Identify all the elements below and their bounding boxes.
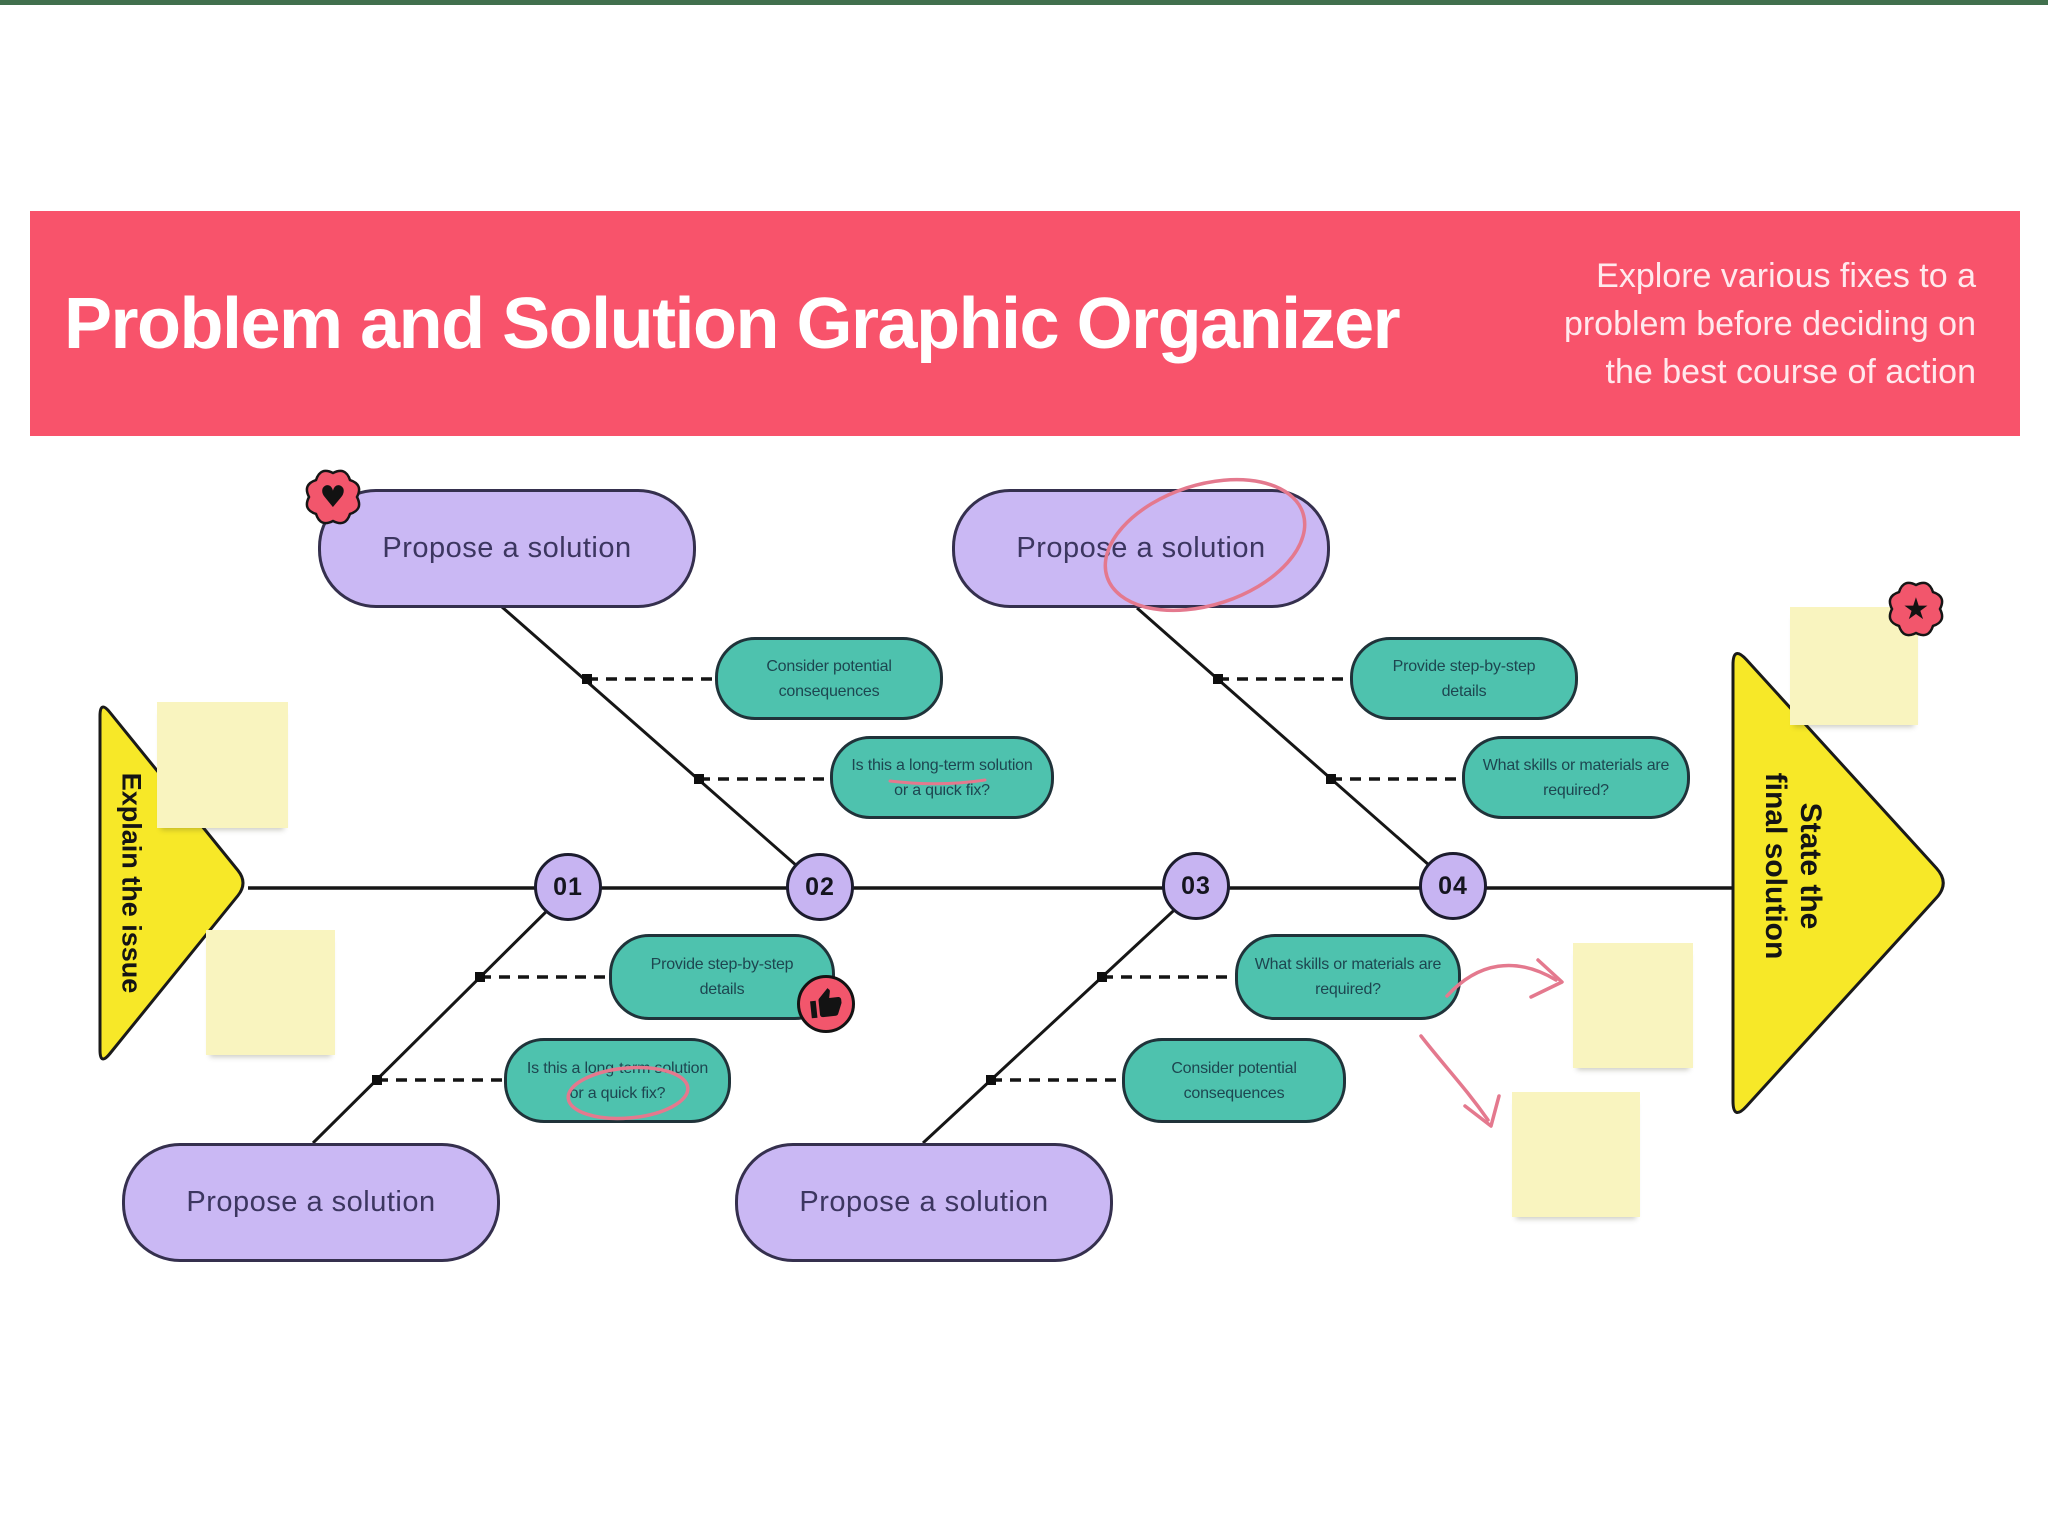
page-title: Problem and Solution Graphic Organizer bbox=[64, 283, 1401, 364]
step-circle-03: 03 bbox=[1162, 852, 1230, 920]
propose-solution-box-bottom-middle: Propose a solution bbox=[735, 1143, 1113, 1262]
propose-solution-box-top-right: Propose a solution bbox=[952, 489, 1330, 608]
annotation-circle bbox=[1103, 477, 1307, 613]
seal-shape bbox=[305, 469, 361, 525]
heart-seal-badge: ♥ bbox=[301, 465, 365, 529]
seal-shape bbox=[1888, 581, 1944, 637]
propose-solution-box-bottom-left: Propose a solution bbox=[122, 1143, 500, 1262]
annotation-underline bbox=[888, 778, 987, 786]
junction-dot bbox=[1326, 774, 1336, 784]
curved-arrow-down-head bbox=[1463, 1094, 1501, 1128]
junction-dot bbox=[475, 972, 485, 982]
sticky-note bbox=[1790, 607, 1918, 725]
question-box-skills-materials: What skills or materials are required? bbox=[1235, 934, 1461, 1020]
junction-dot bbox=[1097, 972, 1107, 982]
sticky-note bbox=[1512, 1092, 1640, 1217]
sticky-note bbox=[206, 930, 335, 1055]
thumbs-up-badge bbox=[797, 975, 855, 1033]
branch-line-1 bbox=[501, 605, 823, 890]
branch-line-4 bbox=[921, 886, 1200, 1145]
question-box-consider-consequences: Consider potential consequences bbox=[715, 637, 943, 720]
star-seal-badge: ★ bbox=[1884, 577, 1948, 641]
star-icon: ★ bbox=[1902, 591, 1930, 627]
question-box-skills-materials: What skills or materials are required? bbox=[1462, 736, 1690, 819]
junction-dot bbox=[582, 674, 592, 684]
final-solution-arrow-shape bbox=[1731, 652, 1945, 1114]
question-box-consider-consequences: Consider potential consequences bbox=[1122, 1038, 1346, 1123]
curved-arrow-down bbox=[1419, 1034, 1490, 1122]
propose-solution-box-top-left: Propose a solution bbox=[318, 489, 696, 608]
sticky-note bbox=[1573, 943, 1693, 1068]
question-box-longterm-or-quickfix: Is this a long-term solution or a quick … bbox=[830, 736, 1054, 819]
question-box-longterm-or-quickfix: Is this a long-term solution or a quick … bbox=[504, 1038, 731, 1123]
curved-arrow-right bbox=[1445, 963, 1558, 998]
header-banner: Problem and Solution Graphic Organizer E… bbox=[30, 211, 2020, 436]
branch-line-2 bbox=[1136, 606, 1456, 890]
annotation-oval bbox=[566, 1065, 690, 1121]
step-circle-01: 01 bbox=[534, 853, 602, 921]
page-subtitle: Explore various fixes to a problem befor… bbox=[1563, 256, 1976, 391]
junction-dot bbox=[694, 774, 704, 784]
step-circle-02: 02 bbox=[786, 853, 854, 921]
explain-issue-arrow-shape bbox=[98, 705, 245, 1061]
top-green-bar bbox=[0, 0, 2048, 5]
question-box-step-by-step: Provide step-by-step details bbox=[1350, 637, 1578, 720]
step-circle-04: 04 bbox=[1419, 852, 1487, 920]
junction-dot bbox=[1213, 674, 1223, 684]
junction-dot bbox=[986, 1075, 996, 1085]
thumbs-up-icon bbox=[810, 988, 842, 1019]
curved-arrow-right-head bbox=[1529, 958, 1564, 999]
heart-icon: ♥ bbox=[319, 479, 347, 515]
junction-dot bbox=[372, 1075, 382, 1085]
sticky-note bbox=[157, 702, 288, 828]
branch-line-3 bbox=[311, 886, 572, 1145]
